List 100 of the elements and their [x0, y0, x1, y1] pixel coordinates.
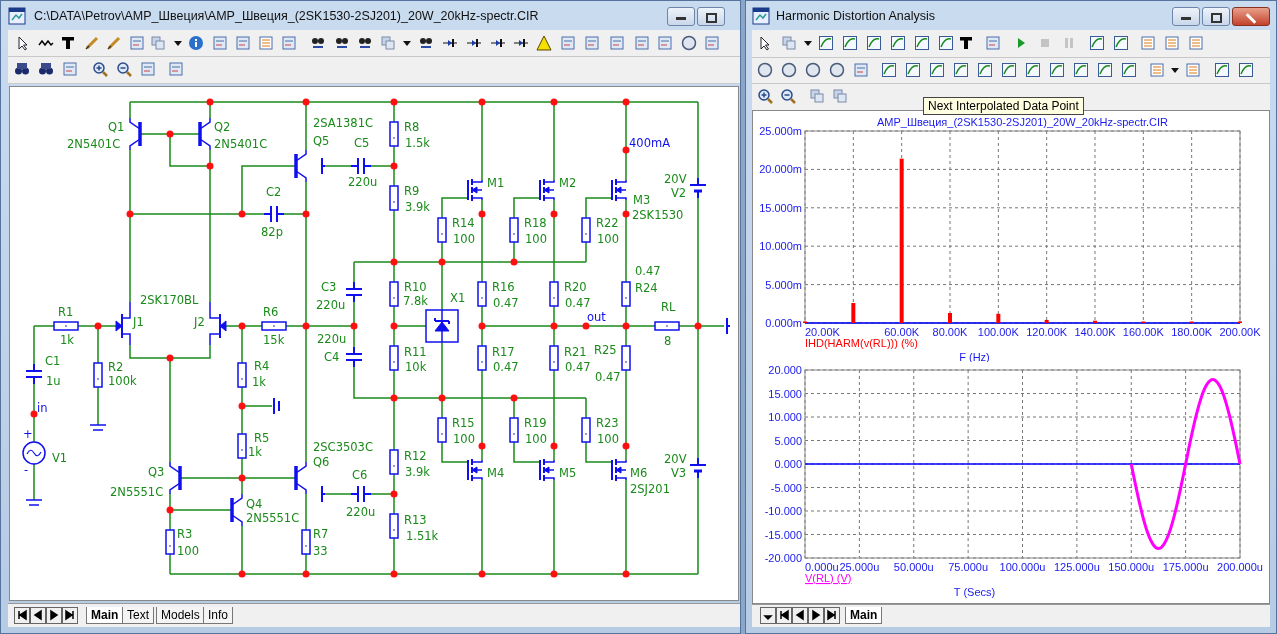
component-label: 100	[177, 544, 199, 558]
component-label: 7.8k	[403, 294, 428, 308]
component-label: R7	[313, 527, 329, 541]
component-label: 0.47	[595, 370, 621, 384]
component-label: C5	[354, 136, 370, 150]
tick-label: 5.000m	[765, 278, 802, 291]
component-label: 10k	[405, 360, 427, 374]
window-title: Harmonic Distortion Analysis	[776, 9, 936, 23]
net-label: 400mA	[629, 136, 671, 150]
component-label: R14	[452, 216, 475, 230]
component-label: V3	[671, 466, 687, 480]
tick-label: 25.000m	[759, 125, 802, 137]
component-label: V1	[52, 451, 68, 465]
component-label: C3	[321, 280, 337, 294]
axis-title: T (Secs)	[953, 586, 996, 598]
component-label: 0.47	[565, 360, 591, 374]
component-label: 15k	[263, 333, 285, 347]
component-label: R10	[404, 280, 427, 294]
component-label: 2N5401C	[214, 137, 268, 151]
component-label: 100	[453, 432, 475, 446]
component-label: 0.47	[635, 264, 661, 278]
component-label: R19	[524, 416, 547, 430]
component-label: 20V	[664, 452, 687, 466]
component-label: R20	[564, 280, 587, 294]
tick-label: 180.00K	[1171, 326, 1213, 338]
tick-label: 200.000u	[1217, 561, 1263, 573]
component-label: 220u	[346, 505, 376, 519]
component-label: V2	[671, 186, 687, 200]
component-label: R21	[564, 345, 587, 359]
component-label: R25	[594, 343, 617, 357]
component-label: 1k	[248, 445, 262, 459]
component-label: R2	[108, 360, 124, 374]
tick-label: 20.000m	[759, 163, 802, 176]
component-label: J2	[194, 315, 205, 329]
component-label: 1u	[46, 374, 61, 388]
component-label: 2SC3503C	[313, 440, 373, 454]
component-label: C1	[45, 354, 61, 368]
component-label: R1	[58, 305, 74, 319]
component-label: R6	[263, 305, 279, 319]
component-label: R24	[635, 281, 658, 295]
component-label: 0.47	[493, 296, 519, 310]
component-label: M6	[630, 466, 648, 480]
tick-label: 15.000m	[759, 201, 802, 214]
component-label: 2N5551C	[246, 511, 300, 525]
component-label: M3	[633, 193, 651, 207]
component-label: 100	[525, 432, 547, 446]
component-label: R9	[404, 184, 420, 198]
series-label: V(RL) (V)	[805, 572, 852, 584]
component-label: 2N5551C	[110, 485, 164, 499]
net-label: in	[37, 401, 48, 415]
component-label: C6	[352, 468, 368, 482]
tick-label: -5.000	[770, 481, 802, 494]
tick-label: 50.000u	[893, 561, 934, 573]
component-label: R4	[254, 359, 270, 373]
tick-label: 75.000u	[948, 561, 988, 573]
tick-label: 120.00K	[1026, 326, 1068, 338]
tab: Text	[122, 607, 154, 624]
tooltip: Next Interpolated Data Point	[923, 97, 1084, 115]
component-label: 3.9k	[405, 465, 430, 479]
tab: Info	[203, 607, 233, 624]
chart-title: AMP_Швеция_(2SK1530-2SJ201)_20W_20kHz-spectr.CIR	[877, 116, 1168, 128]
tick-label: 0.000u	[805, 561, 839, 573]
component-label: R5	[254, 431, 270, 445]
tick-label: -15.000	[764, 528, 802, 541]
component-label: 8	[664, 334, 672, 348]
component-label: 2SJ201	[630, 482, 670, 496]
component-label: 0.47	[565, 296, 591, 310]
component-label: Q4	[246, 497, 263, 511]
series-label: IHD(HARM(v(RL))) (%)	[805, 337, 919, 349]
component-label: R13	[404, 513, 427, 527]
component-label: Q1	[108, 120, 125, 134]
tick-label: 0.000m	[765, 317, 802, 329]
net-label: +	[23, 427, 33, 441]
component-label: M2	[559, 176, 577, 190]
tick-label: 175.000u	[1162, 561, 1209, 573]
tick-label: 160.00K	[1122, 326, 1164, 338]
component-label: 0.47	[493, 360, 519, 374]
component-label: 33	[313, 544, 328, 558]
component-label: C4	[324, 350, 340, 364]
component-label: Q5	[313, 134, 330, 148]
component-label: 2SA1381C	[313, 116, 373, 130]
tab: Main	[845, 607, 883, 624]
component-label: 3.9k	[405, 200, 430, 214]
component-label: R17	[492, 345, 515, 359]
component-label: 220u	[316, 298, 346, 312]
component-label: RL	[661, 300, 676, 314]
tick-label: 60.00K	[884, 326, 920, 338]
tick-label: 100.000u	[999, 561, 1046, 573]
component-label: M5	[559, 466, 577, 480]
component-label: 82p	[261, 225, 283, 239]
tick-label: -10.000	[764, 505, 802, 517]
tick-label: 140.00K	[1074, 326, 1116, 338]
tick-label: 10.000m	[759, 240, 802, 253]
window-title: C:\DATA\Petrov\AMP_Швеция\AMP_Швеция_(2SK1530-2SJ201)_20W_20kHz-spectr.CIR	[34, 9, 539, 23]
component-label: M4	[487, 466, 505, 480]
component-label: 2SK170BL	[140, 293, 199, 307]
component-label: M1	[487, 176, 505, 190]
component-label: 1.5k	[405, 136, 430, 150]
tick-label: 80.00K	[932, 326, 968, 338]
tick-label: 10.000	[768, 411, 802, 423]
